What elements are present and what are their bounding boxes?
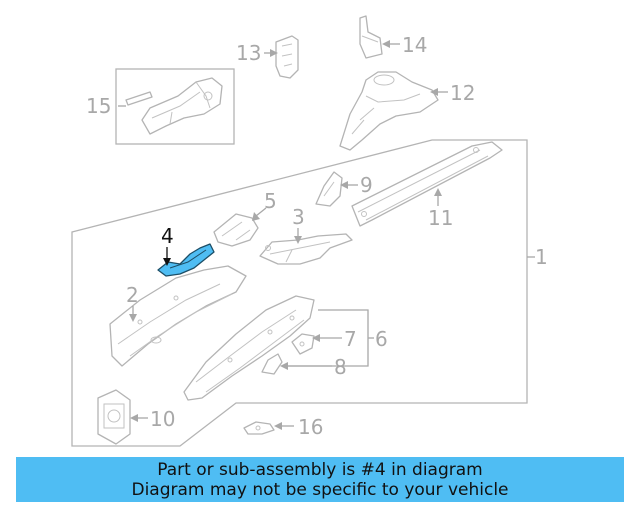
inset-box-part-15	[115, 68, 235, 145]
part-8-drawing	[261, 353, 283, 375]
part-11-drawing	[351, 141, 503, 227]
info-banner: Part or sub-assembly is #4 in diagram Di…	[16, 457, 624, 502]
callout-12: 12	[450, 81, 475, 105]
part-15-drawing	[125, 77, 223, 135]
callout-5: 5	[264, 189, 277, 213]
callout-11: 11	[428, 206, 453, 230]
callout-3: 3	[292, 205, 305, 229]
part-5-drawing	[213, 213, 259, 247]
callout-16: 16	[298, 415, 323, 439]
parts-diagram: 1 2 3 4 5 6 7 8 9 10 11 12 13 14 15 16	[71, 15, 548, 447]
part-9-drawing	[315, 171, 343, 207]
part-4-drawing	[157, 243, 215, 277]
callout-10: 10	[150, 407, 175, 431]
callout-4: 4	[161, 224, 174, 248]
callout-9: 9	[360, 173, 373, 197]
part-14-drawing	[359, 15, 383, 59]
part-4-highlight	[157, 243, 215, 277]
callout-8: 8	[334, 355, 347, 379]
part-7-drawing	[291, 333, 315, 355]
callout-7: 7	[344, 327, 357, 351]
part-13-drawing	[275, 35, 299, 79]
assembly-outline	[71, 139, 528, 447]
banner-line-2: Diagram may not be specific to your vehi…	[131, 480, 509, 500]
leader-lines	[118, 40, 535, 430]
banner-line-1: Part or sub-assembly is #4 in diagram	[157, 460, 483, 480]
part-16-drawing	[243, 421, 275, 435]
part-2-drawing	[109, 265, 247, 367]
callout-14: 14	[402, 33, 427, 57]
callout-2: 2	[126, 283, 139, 307]
callout-1: 1	[535, 245, 548, 269]
callout-6: 6	[375, 327, 388, 351]
part-10-drawing	[97, 389, 131, 445]
part-3-drawing	[259, 233, 353, 265]
main-rail-drawing	[183, 295, 315, 401]
callout-15: 15	[86, 94, 111, 118]
callout-13: 13	[236, 41, 261, 65]
part-12-drawing	[339, 71, 439, 151]
